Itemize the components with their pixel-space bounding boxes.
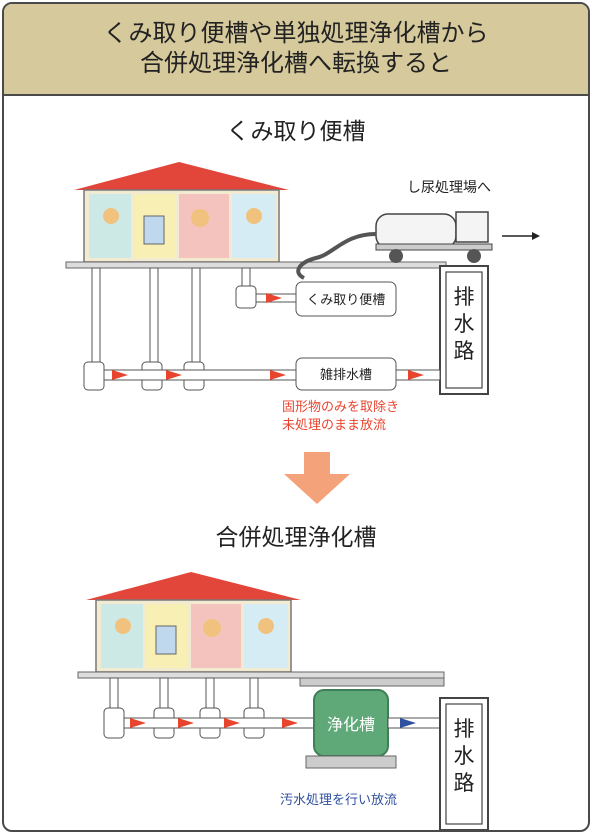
- drain-char-2: 水: [454, 744, 475, 768]
- pipe: [91, 267, 101, 365]
- flow-arrow-red: [224, 718, 240, 728]
- zatsu-tank-label: 雑排水槽: [320, 367, 372, 383]
- diagram-frame: くみ取り便槽や単独処理浄化槽から 合併処理浄化槽へ転換すると くみ取り便槽: [2, 2, 590, 832]
- flow-arrow-red: [166, 370, 182, 380]
- flow-arrow-red: [282, 718, 298, 728]
- person-icon: [203, 619, 221, 637]
- person-icon: [246, 208, 262, 224]
- truck-destination-label: し尿処理場へ: [407, 180, 491, 196]
- person-icon: [115, 618, 131, 634]
- pipe: [191, 267, 201, 365]
- person-icon: [258, 618, 274, 634]
- room-toilet: [232, 194, 276, 258]
- horizontal-pipe: [103, 369, 297, 381]
- septic-tank-label: 浄化槽: [327, 715, 375, 734]
- pipe: [149, 267, 159, 365]
- trap: [103, 707, 125, 739]
- flow-arrow-red: [408, 370, 424, 380]
- kumitori-diagram: くみ取り便槽 し尿処理場へ 排 水 路 雑排水槽: [65, 162, 540, 395]
- trap: [235, 285, 257, 309]
- bottom-section-title: 合併処理浄化槽: [215, 525, 377, 551]
- flow-arrow-red: [130, 718, 146, 728]
- drain-char-2: 水: [454, 312, 475, 336]
- top-section-title: くみ取り便槽: [226, 119, 366, 145]
- septic-tank-diagram: 浄化槽 排 水 路: [77, 572, 489, 830]
- roof: [74, 162, 289, 190]
- floor-slab: [65, 261, 447, 269]
- flow-arrow-blue: [400, 718, 416, 728]
- kumitori-tank-label: くみ取り便槽: [307, 293, 386, 308]
- kumitori-tank: [295, 281, 397, 317]
- top-note-line-2: 未処理のまま放流: [282, 418, 387, 433]
- flow-arrow-red: [178, 718, 194, 728]
- washer-icon: [155, 625, 177, 655]
- floor-slab: [77, 671, 445, 679]
- tank-lid-slab: [299, 677, 445, 687]
- tank-base: [305, 755, 397, 769]
- room-kitchen: [89, 194, 131, 258]
- house-illustration-top: [74, 162, 289, 263]
- header-line-1: くみ取り便槽や単独処理浄化槽から: [103, 19, 489, 47]
- drain-char-3: 路: [454, 771, 475, 795]
- header-banner: くみ取り便槽や単独処理浄化槽から 合併処理浄化槽へ転換すると: [4, 4, 588, 96]
- flow-arrow-red: [266, 293, 282, 303]
- drain-char-1: 排: [454, 285, 475, 309]
- drain-char-1: 排: [454, 717, 475, 741]
- flow-arrow-red: [270, 370, 286, 380]
- house-illustration-bottom: [86, 572, 301, 673]
- trap: [83, 361, 105, 391]
- roof: [86, 572, 301, 600]
- transition-down-arrow: [284, 452, 350, 504]
- pipe: [241, 267, 251, 289]
- person-icon: [103, 208, 119, 224]
- vacuum-truck: [296, 211, 493, 280]
- washer-icon: [143, 215, 165, 245]
- person-icon: [191, 209, 209, 227]
- suction-hose: [296, 232, 377, 280]
- drain-char-3: 路: [454, 339, 475, 363]
- header-line-2: 合併処理浄化槽へ転換すると: [140, 49, 452, 77]
- top-note-line-1: 固形物のみを取除き: [282, 400, 400, 415]
- bottom-note: 汚水処理を行い放流: [280, 793, 398, 808]
- flow-arrow-red: [112, 370, 128, 380]
